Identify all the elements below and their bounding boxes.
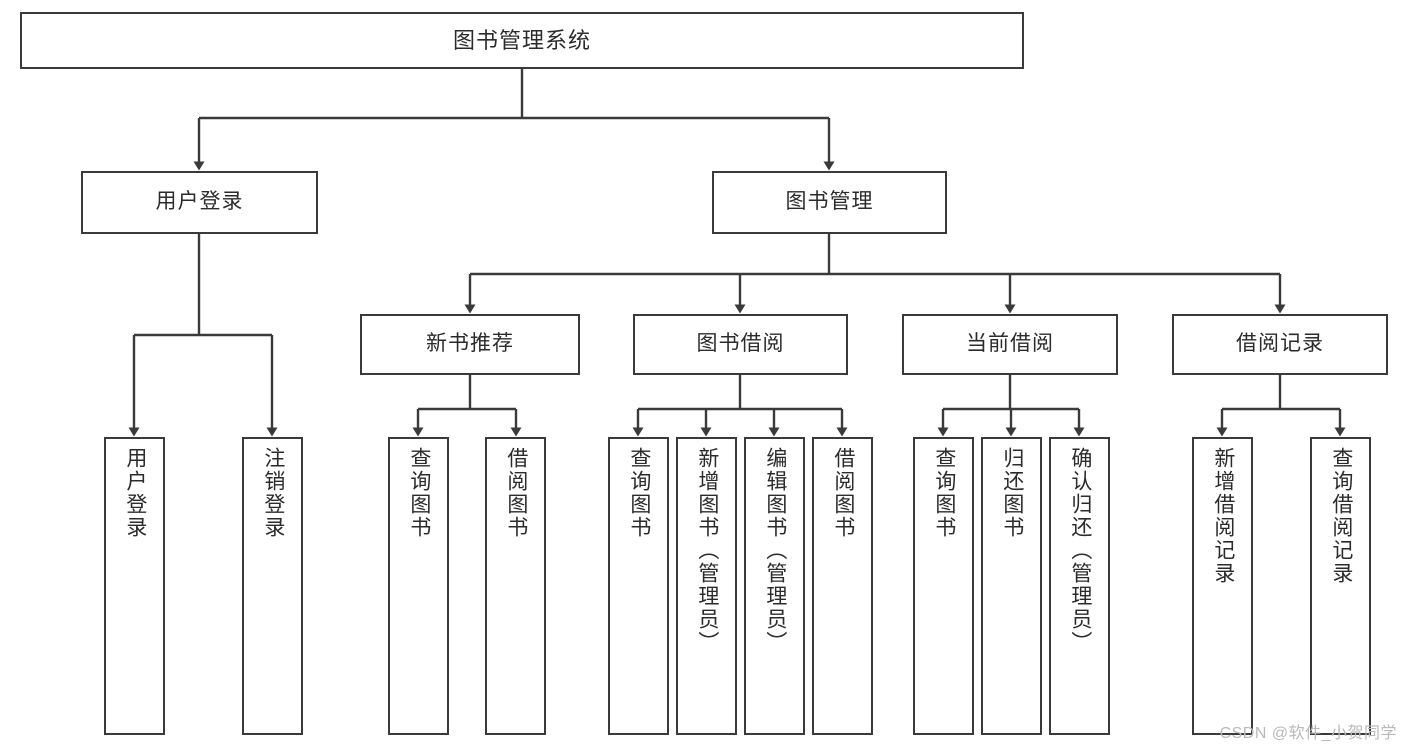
leaf-borrow-books-new-label: 借阅图书	[504, 447, 528, 539]
leaf-query-books-current-label: 查询图书	[932, 447, 956, 539]
node-current-borrow[interactable]: 当前借阅	[902, 314, 1118, 375]
leaf-logout[interactable]: 注销登录	[242, 437, 303, 735]
leaf-user-login[interactable]: 用户登录	[104, 437, 165, 735]
node-borrow-records[interactable]: 借阅记录	[1172, 314, 1388, 375]
leaf-add-borrow-record[interactable]: 新增借阅记录	[1192, 437, 1253, 735]
leaf-edit-book-admin[interactable]: 编辑图书（管理员）	[744, 437, 805, 735]
node-book-management[interactable]: 图书管理	[712, 171, 947, 234]
node-borrow-records-label: 借阅记录	[1236, 332, 1324, 356]
leaf-logout-label: 注销登录	[261, 447, 285, 539]
leaf-return-books[interactable]: 归还图书	[981, 437, 1042, 735]
leaf-user-login-label: 用户登录	[123, 447, 147, 539]
leaf-add-book-admin-label: 新增图书（管理员）	[695, 447, 719, 654]
leaf-query-books-new-label: 查询图书	[407, 447, 431, 539]
leaf-borrow-books-label: 借阅图书	[831, 447, 855, 539]
leaf-query-books-new[interactable]: 查询图书	[388, 437, 449, 735]
leaf-confirm-return-admin-label: 确认归还（管理员）	[1068, 447, 1092, 654]
node-root-label: 图书管理系统	[452, 27, 591, 53]
leaf-add-borrow-record-label: 新增借阅记录	[1211, 447, 1235, 585]
leaf-query-borrow-record[interactable]: 查询借阅记录	[1310, 437, 1371, 735]
node-current-borrow-label: 当前借阅	[966, 332, 1054, 356]
leaf-query-books-current[interactable]: 查询图书	[913, 437, 974, 735]
leaf-edit-book-admin-label: 编辑图书（管理员）	[763, 447, 787, 654]
node-new-book-recommend[interactable]: 新书推荐	[360, 314, 580, 375]
node-book-borrow-label: 图书借阅	[696, 332, 785, 356]
leaf-add-book-admin[interactable]: 新增图书（管理员）	[676, 437, 737, 735]
node-root[interactable]: 图书管理系统	[20, 12, 1024, 69]
leaf-return-books-label: 归还图书	[1000, 447, 1024, 539]
watermark-text: CSDN @软件_小贺同学	[1219, 725, 1397, 742]
leaf-query-books-borrow[interactable]: 查询图书	[608, 437, 669, 735]
node-user-login-label: 用户登录	[155, 190, 244, 214]
leaf-query-borrow-record-label: 查询借阅记录	[1329, 447, 1353, 585]
node-book-borrow[interactable]: 图书借阅	[633, 314, 848, 375]
leaf-borrow-books[interactable]: 借阅图书	[812, 437, 873, 735]
leaf-confirm-return-admin[interactable]: 确认归还（管理员）	[1049, 437, 1110, 735]
node-user-login[interactable]: 用户登录	[81, 171, 318, 234]
node-new-book-recommend-label: 新书推荐	[426, 332, 514, 356]
node-book-management-label: 图书管理	[785, 190, 874, 214]
leaf-query-books-borrow-label: 查询图书	[627, 447, 651, 539]
leaf-borrow-books-new[interactable]: 借阅图书	[485, 437, 546, 735]
